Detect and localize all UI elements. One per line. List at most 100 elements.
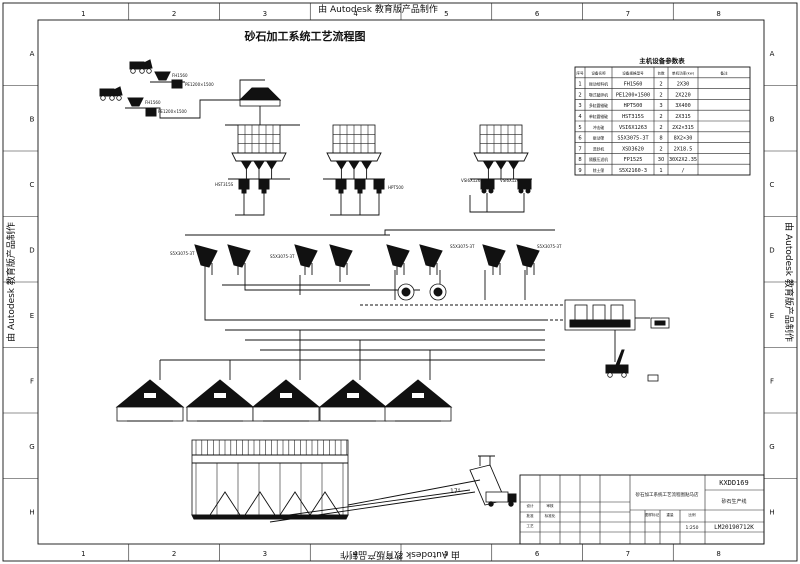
table-cell: 2 — [659, 114, 662, 120]
title-block-cell: 比例 — [688, 512, 696, 517]
watermark-right: 由 Autodesk 教育版产品制作 — [783, 222, 795, 342]
row-ref: B — [770, 115, 775, 123]
column-ref: 5 — [444, 550, 448, 558]
row-ref: A — [770, 50, 775, 58]
table-cell: 2 — [659, 146, 662, 152]
watermark-top: 由 Autodesk 教育版产品制作 — [318, 3, 438, 15]
vsi-crusher-icon — [480, 179, 495, 194]
surge-bins — [228, 124, 532, 180]
jaw-crusher-b — [145, 107, 157, 117]
label-jaw-b: PE1200×1500 — [158, 109, 187, 114]
watermark-left: 由 Autodesk 教育版产品制作 — [5, 222, 17, 342]
table-cell: 8 — [659, 136, 662, 142]
row-ref: F — [770, 377, 774, 385]
table-header-cell: 台数 — [657, 71, 665, 76]
table-cell: 1 — [659, 168, 662, 174]
cone-crusher-icon — [258, 179, 270, 194]
surge-bin-group — [228, 124, 290, 180]
feeder-hopper-a — [154, 71, 171, 81]
column-ref: 1 — [81, 10, 85, 18]
title-block-cell: 重量 — [666, 512, 674, 517]
table-cell: 6 — [578, 136, 581, 142]
inner-border — [37, 19, 765, 545]
column-ref: 7 — [626, 10, 630, 18]
table-header-cell: 单机功率(kw) — [672, 71, 695, 76]
column-ref: 4 — [353, 550, 358, 558]
table-cell: PE1200×1500 — [616, 92, 650, 98]
table-cell: 2 — [659, 125, 662, 131]
table-cell: 2X220 — [675, 92, 691, 98]
title-block-cell: 标准化 — [545, 513, 556, 518]
column-ref: 4 — [353, 10, 358, 18]
table-cell: HST315S — [622, 114, 644, 120]
product-shed-icon — [185, 379, 255, 422]
table-cell: 振动筛 — [593, 136, 605, 141]
product-conveyors — [159, 300, 545, 380]
table-cell: XSD3620 — [622, 146, 644, 152]
table-cell: FP1525 — [624, 157, 643, 163]
label-screen-2: S5X3075-3T — [270, 254, 295, 259]
vibrating-screen-icon — [194, 244, 218, 275]
label-cone-multi: HPT500 — [388, 185, 404, 190]
column-ref: 5 — [444, 10, 448, 18]
table-cell: 冲击破 — [593, 125, 605, 130]
table-cell: 9 — [578, 168, 581, 174]
equipment-table-title: 主机设备参数表 — [639, 56, 685, 65]
table-cell: S5X2160-3 — [619, 168, 647, 174]
jaw-crusher-a — [171, 79, 183, 89]
title-block-cell: 审核 — [546, 503, 554, 508]
vibrating-screen-icon — [419, 244, 443, 275]
sand-washer-icon — [429, 283, 447, 301]
table-cell: 振动给料机 — [589, 82, 608, 87]
table-cell: VSI6X1263 — [619, 125, 647, 131]
title-block-cell: 设计 — [526, 503, 534, 508]
label-screen-1: S5X3075-3T — [170, 251, 195, 256]
table-header-cell: 设备规格型号 — [622, 71, 644, 76]
vibrating-screens: S5X3075-3T S5X3075-3T S5X3075-3T S5X3075… — [170, 229, 562, 301]
table-cell: 2 — [659, 92, 662, 98]
label-jaw-a: PE1200×1500 — [185, 82, 214, 87]
cone-crusher-icon — [238, 179, 250, 194]
title-doc-no: LM20190712K — [714, 524, 754, 531]
title-block-cell: 工艺 — [526, 523, 534, 528]
table-cell: 2X30 — [677, 82, 690, 88]
title-block: KXDD169 砂石加工系统工艺流程图贴马店 砂石生产线 1:250 LM201… — [519, 474, 765, 545]
table-header-cell: 设备名称 — [591, 71, 606, 76]
table-cell: 30 — [658, 157, 665, 163]
table-cell: 隔膜压滤机 — [589, 157, 608, 162]
equipment-table-grid — [575, 67, 750, 175]
title-line-name: 砂石生产线 — [721, 498, 746, 505]
table-cell: 3 — [659, 103, 662, 109]
product-shed-icon — [318, 379, 388, 422]
product-shed-icon — [251, 379, 321, 422]
title-drawing-no: KXDD169 — [719, 479, 749, 487]
column-ref: 2 — [172, 550, 176, 558]
column-ref: 3 — [263, 10, 267, 18]
sand-washer-icon — [397, 283, 415, 301]
table-cell: S5X3075-3T — [617, 136, 648, 142]
vibrating-screen-icon — [329, 244, 353, 275]
label-cone-single: HST315S — [215, 182, 234, 187]
row-ref: D — [769, 246, 774, 254]
table-header-cell: 序号 — [576, 71, 584, 76]
table-cell: 颚式破碎机 — [589, 92, 608, 97]
table-cell: 3X400 — [675, 103, 691, 109]
table-cell: 洗砂机 — [593, 146, 605, 151]
sheet-grid-marks — [3, 3, 797, 561]
coarse-stockpile-shed — [238, 87, 282, 101]
row-ref: H — [29, 508, 34, 516]
column-ref: 6 — [535, 10, 540, 18]
column-ref: 8 — [716, 550, 720, 558]
finished-product-sheds — [115, 379, 453, 422]
table-cell: 8 — [578, 157, 581, 163]
table-cell: 2 — [659, 82, 662, 88]
vibrating-screen-icon — [227, 244, 251, 275]
table-cell: 3 — [578, 103, 581, 109]
table-cell: 4 — [578, 114, 582, 120]
feeder-hopper-b — [127, 97, 144, 107]
